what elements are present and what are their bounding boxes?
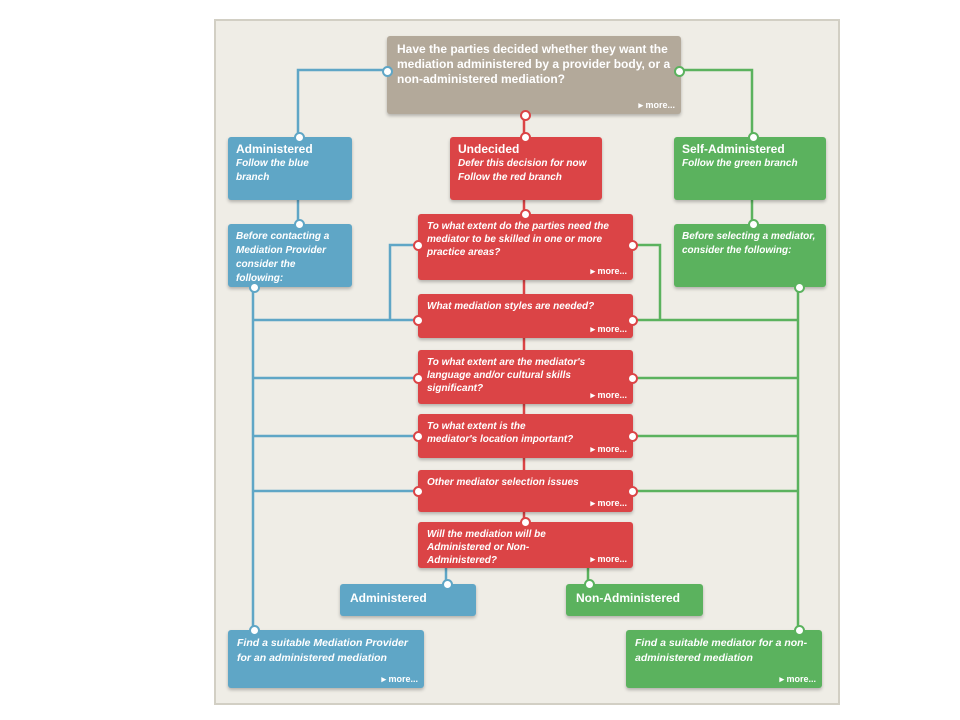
connector-dot: [413, 486, 424, 497]
connector-dot: [249, 625, 260, 636]
question-box[interactable]: What mediation styles are needed? ▸ more…: [418, 294, 633, 338]
administered-subtitle: Follow the blue branch: [236, 158, 309, 183]
more-link[interactable]: ▸ more...: [590, 324, 627, 334]
question-text: To what extent is the mediator's locatio…: [427, 421, 574, 445]
more-link[interactable]: ▸ more...: [590, 444, 627, 454]
outcome-administered-box[interactable]: Administered: [340, 584, 476, 616]
connector-dot: [413, 373, 424, 384]
administered-box[interactable]: Administered Follow the blue branch: [228, 137, 352, 200]
blue-consider-box: Before contacting a Mediation Provider c…: [228, 224, 352, 287]
question-box[interactable]: To what extent are the mediator's langua…: [418, 350, 633, 404]
self-administered-box[interactable]: Self-Administered Follow the green branc…: [674, 137, 826, 200]
undecided-line2: Follow the red branch: [458, 172, 562, 183]
final-provider-box[interactable]: Find a suitable Mediation Provider for a…: [228, 630, 424, 688]
connector-dot: [627, 373, 638, 384]
question-box[interactable]: Other mediator selection issues ▸ more..…: [418, 470, 633, 512]
more-link[interactable]: ▸ more...: [590, 390, 627, 400]
green-consider-text: Before selecting a mediator, consider th…: [682, 231, 816, 256]
connector-dot: [442, 579, 453, 590]
final-provider-text: Find a suitable Mediation Provider for a…: [237, 637, 408, 664]
final-mediator-box[interactable]: Find a suitable mediator for a non-admin…: [626, 630, 822, 688]
undecided-title: Undecided: [458, 142, 520, 156]
question-box[interactable]: To what extent do the parties need the m…: [418, 214, 633, 280]
connector-dot: [520, 517, 531, 528]
outcome-administered-label: Administered: [350, 591, 427, 605]
final-mediator-text: Find a suitable mediator for a non-admin…: [635, 637, 808, 664]
green-consider-box: Before selecting a mediator, consider th…: [674, 224, 826, 287]
question-box[interactable]: To what extent is the mediator's locatio…: [418, 414, 633, 458]
self-administered-title: Self-Administered: [682, 142, 785, 156]
self-administered-subtitle: Follow the green branch: [682, 158, 798, 169]
more-link[interactable]: ▸ more...: [381, 674, 418, 684]
start-question-box[interactable]: Have the parties decided whether they wa…: [387, 36, 681, 114]
connector-dot: [584, 579, 595, 590]
connector-dot: [794, 625, 805, 636]
connector-dot: [520, 110, 531, 121]
connector-dot: [748, 132, 759, 143]
connector-dot: [413, 315, 424, 326]
blue-consider-text: Before contacting a Mediation Provider c…: [236, 231, 330, 284]
more-link[interactable]: ▸ more...: [779, 674, 816, 684]
administered-title: Administered: [236, 142, 313, 156]
more-link[interactable]: ▸ more...: [638, 100, 675, 110]
outcome-non-administered-label: Non-Administered: [576, 591, 681, 605]
connector-dot: [520, 132, 531, 143]
undecided-line1: Defer this decision for now: [458, 158, 587, 169]
more-link[interactable]: ▸ more...: [590, 266, 627, 276]
connector-dot: [627, 431, 638, 442]
connector-dot: [382, 66, 393, 77]
question-box[interactable]: Will the mediation will be Administered …: [418, 522, 633, 568]
start-question-text: Have the parties decided whether they wa…: [397, 42, 671, 86]
connector-dot: [294, 132, 305, 143]
more-link[interactable]: ▸ more...: [590, 554, 627, 564]
connector-dot: [627, 315, 638, 326]
connector-dot: [249, 282, 260, 293]
question-text: To what extent are the mediator's langua…: [427, 357, 586, 394]
undecided-box[interactable]: Undecided Defer this decision for now Fo…: [450, 137, 602, 200]
connector-dot: [520, 209, 531, 220]
connector-dot: [748, 219, 759, 230]
connector-dot: [794, 282, 805, 293]
question-text: What mediation styles are needed?: [427, 301, 595, 312]
question-text: Will the mediation will be Administered …: [427, 529, 546, 566]
connector-dot: [294, 219, 305, 230]
connector-dot: [627, 240, 638, 251]
connector-dot: [413, 431, 424, 442]
connector-dot: [674, 66, 685, 77]
more-link[interactable]: ▸ more...: [590, 498, 627, 508]
question-text: Other mediator selection issues: [427, 477, 579, 488]
connector-dot: [627, 486, 638, 497]
connector-dot: [413, 240, 424, 251]
question-text: To what extent do the parties need the m…: [427, 221, 609, 258]
